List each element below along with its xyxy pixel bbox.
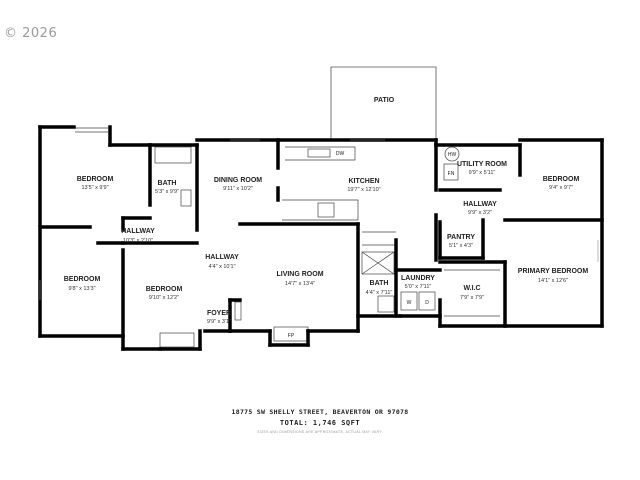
- room-hallway-w-name: HALLWAY: [121, 228, 155, 235]
- room-bedroom-s-name: BEDROOM: [146, 286, 183, 293]
- room-pantry-name: PANTRY: [447, 234, 475, 241]
- room-laundry-dims: 5'0" x 7'11": [405, 284, 432, 290]
- washer-label: W: [407, 300, 412, 306]
- room-kitchen-name: KITCHEN: [348, 178, 379, 185]
- room-hallway-w-dims: 10'3" x 2'10": [123, 238, 153, 244]
- room-bedroom-s-dims: 9'10" x 12'2": [149, 295, 179, 301]
- room-laundry-name: LAUNDRY: [401, 275, 435, 282]
- room-primary-name: PRIMARY BEDROOM: [518, 268, 589, 275]
- room-hallway-e-dims: 9'9" x 3'2": [468, 210, 492, 216]
- room-bath-2-name: BATH: [370, 280, 389, 287]
- total-sqft: TOTAL: 1,746 SQFT: [279, 419, 361, 427]
- room-living-name: LIVING ROOM: [276, 271, 323, 278]
- room-bedroom-sw-name: BEDROOM: [64, 276, 101, 283]
- room-bedroom-sw-dims: 9'8" x 13'3": [68, 286, 95, 292]
- room-bedroom-ne-name: BEDROOM: [543, 176, 580, 183]
- disclaimer-text: SIZES AND DIMENSIONS ARE APPROXIMATE, AC…: [257, 430, 383, 434]
- room-wic-name: W.I.C: [463, 285, 480, 292]
- room-hallway-e-name: HALLWAY: [463, 201, 497, 208]
- patio-outline: [330, 66, 437, 140]
- room-utility-dims: 9'9" x 5'11": [469, 170, 496, 176]
- dryer-label: D: [425, 300, 429, 306]
- room-dining-dims: 9'11" x 10'2": [223, 186, 253, 192]
- room-bath-1-name: BATH: [158, 180, 177, 187]
- room-bath-1-dims: 5'3" x 9'9": [155, 189, 179, 195]
- fireplace-label: FP: [288, 333, 295, 339]
- room-dining-name: DINING ROOM: [214, 177, 262, 184]
- fixtures-lines: [75, 127, 500, 348]
- room-bedroom-nw-name: BEDROOM: [77, 176, 114, 183]
- property-address: 18775 SW SHELLY STREET, BEAVERTON OR 970…: [231, 408, 409, 416]
- room-patio-name: PATIO: [374, 97, 395, 104]
- room-hallway-c-name: HALLWAY: [205, 254, 239, 261]
- room-living-dims: 14'7" x 13'4": [285, 281, 315, 287]
- room-foyer-dims: 9'9" x 3'1": [207, 319, 231, 325]
- room-kitchen-dims: 19'7" x 12'10": [347, 187, 380, 193]
- room-wic-dims: 7'9" x 7'9": [460, 295, 484, 301]
- walls: [38, 125, 604, 351]
- furnace-label: FN: [448, 171, 455, 177]
- room-utility-name: UTILITY ROOM: [457, 161, 507, 168]
- dishwasher-label: DW: [336, 151, 345, 157]
- water-heater-label: HW: [448, 152, 457, 158]
- room-bath-2-dims: 4'4" x 7'11": [366, 290, 393, 296]
- room-bedroom-ne-dims: 9'4" x 9'7": [549, 185, 573, 191]
- room-pantry-dims: 5'1" x 4'3": [449, 243, 473, 249]
- fixture-labels: DW HW FN FP W D: [288, 151, 457, 339]
- room-primary-dims: 14'1" x 12'6": [538, 278, 568, 284]
- room-labels: BEDROOM 13'5" x 9'9" BATH 5'3" x 9'9" DI…: [64, 97, 589, 325]
- windows: [39, 139, 599, 300]
- room-foyer-name: FOYER: [207, 310, 231, 317]
- copyright-watermark: © 2026: [4, 26, 58, 41]
- room-bedroom-nw-dims: 13'5" x 9'9": [81, 185, 108, 191]
- room-hallway-c-dims: 4'4" x 10'1": [208, 264, 235, 270]
